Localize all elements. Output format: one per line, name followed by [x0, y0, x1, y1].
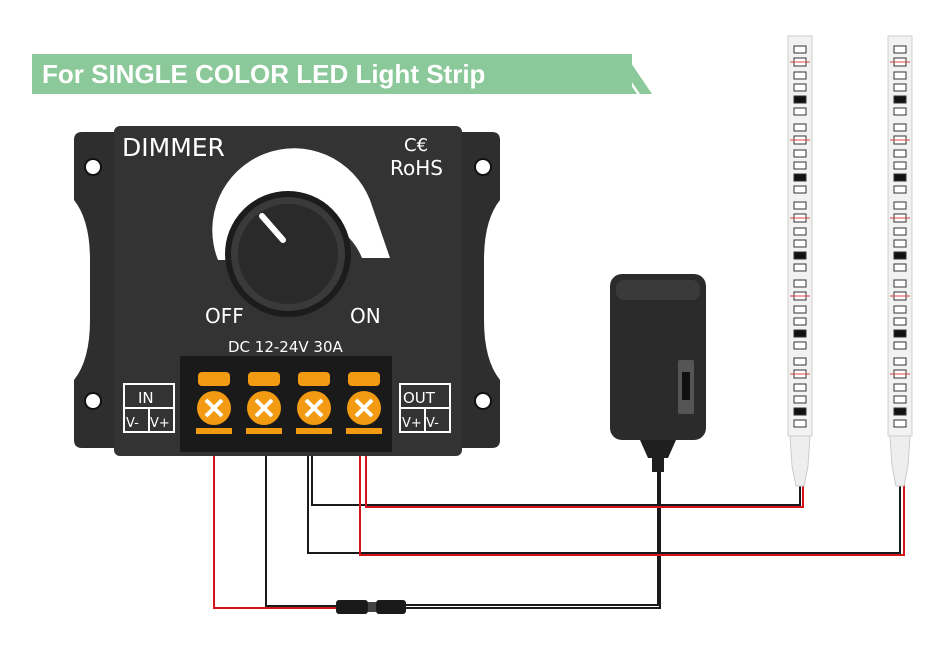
led-segment — [790, 357, 810, 428]
wire-in-positive — [213, 437, 336, 609]
led-strip-2 — [887, 35, 913, 487]
out-label-box: OUT V+ V- — [399, 383, 451, 433]
led-segment — [890, 123, 910, 194]
out-right: V- — [426, 416, 439, 431]
terminal-screw — [346, 372, 382, 434]
in-left: V- — [126, 416, 139, 431]
terminal-screw — [196, 372, 232, 434]
in-title: IN — [138, 389, 154, 407]
mounting-ear-right — [458, 132, 500, 448]
led-segment — [790, 279, 810, 350]
led-strip-1 — [787, 35, 813, 487]
rating-label: DC 12-24V 30A — [228, 338, 343, 356]
on-label: ON — [350, 304, 381, 328]
dimmer-title: DIMMER — [122, 133, 225, 162]
led-segment — [890, 45, 910, 116]
wire-adapter-negative — [404, 470, 659, 606]
led-segment — [790, 45, 810, 116]
dc-connector — [336, 600, 406, 614]
led-segment — [890, 201, 910, 272]
off-label: OFF — [205, 304, 244, 328]
in-right: V+ — [150, 416, 170, 431]
terminal-screw — [246, 372, 282, 434]
wire-out-strip1-neg — [311, 437, 801, 506]
wires — [213, 437, 905, 609]
led-segment — [890, 357, 910, 428]
knob-indicator — [259, 213, 286, 243]
screw-hole — [84, 158, 102, 176]
screw-hole — [474, 158, 492, 176]
led-segment — [890, 279, 910, 350]
out-left: V+ — [402, 416, 422, 431]
in-label-box: IN V- V+ — [123, 383, 175, 433]
terminal-screw — [296, 372, 332, 434]
wire-in-negative — [265, 437, 336, 607]
screw-hole — [474, 392, 492, 410]
mounting-ear-left — [74, 132, 116, 448]
wire-out-strip1-pos — [365, 437, 804, 508]
dimmer-controller: DIMMER C€ RoHS OFF ON DC 12-24V 30A IN V… — [74, 126, 500, 456]
led-segment — [790, 201, 810, 272]
screw-hole — [84, 392, 102, 410]
power-adapter — [610, 274, 706, 472]
banner-title: For SINGLE COLOR LED Light Strip — [32, 54, 632, 94]
terminal-screws — [196, 372, 382, 434]
wire-out-strip2-pos — [359, 437, 905, 556]
rohs-mark: RoHS — [390, 156, 443, 180]
led-segment — [790, 123, 810, 194]
wire-adapter-positive — [404, 470, 661, 609]
wire-out-strip2-neg — [307, 437, 901, 554]
ce-mark: C€ — [404, 135, 428, 156]
out-title: OUT — [403, 389, 436, 407]
